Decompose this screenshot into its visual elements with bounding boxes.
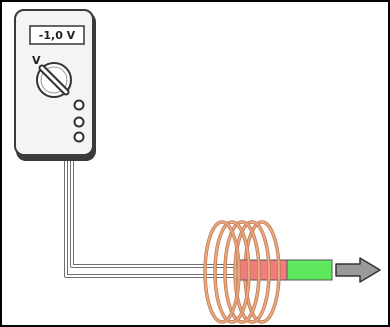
meter-display: [29, 25, 85, 45]
terminal-middle: [73, 116, 85, 128]
terminal-bottom: [73, 131, 85, 143]
motion-arrow-icon: [335, 257, 381, 283]
bar-magnet: [238, 259, 333, 281]
multimeter: -1,0 V V: [14, 9, 96, 161]
terminal-top: [73, 99, 85, 111]
coil-front-light: [221, 221, 280, 323]
display-reading: -1,0 V: [39, 29, 76, 42]
magnet-south-pole: [286, 259, 333, 281]
range-label: V: [32, 54, 41, 67]
coil-back-light: [204, 221, 263, 323]
dial-knob-icon: [36, 62, 72, 98]
